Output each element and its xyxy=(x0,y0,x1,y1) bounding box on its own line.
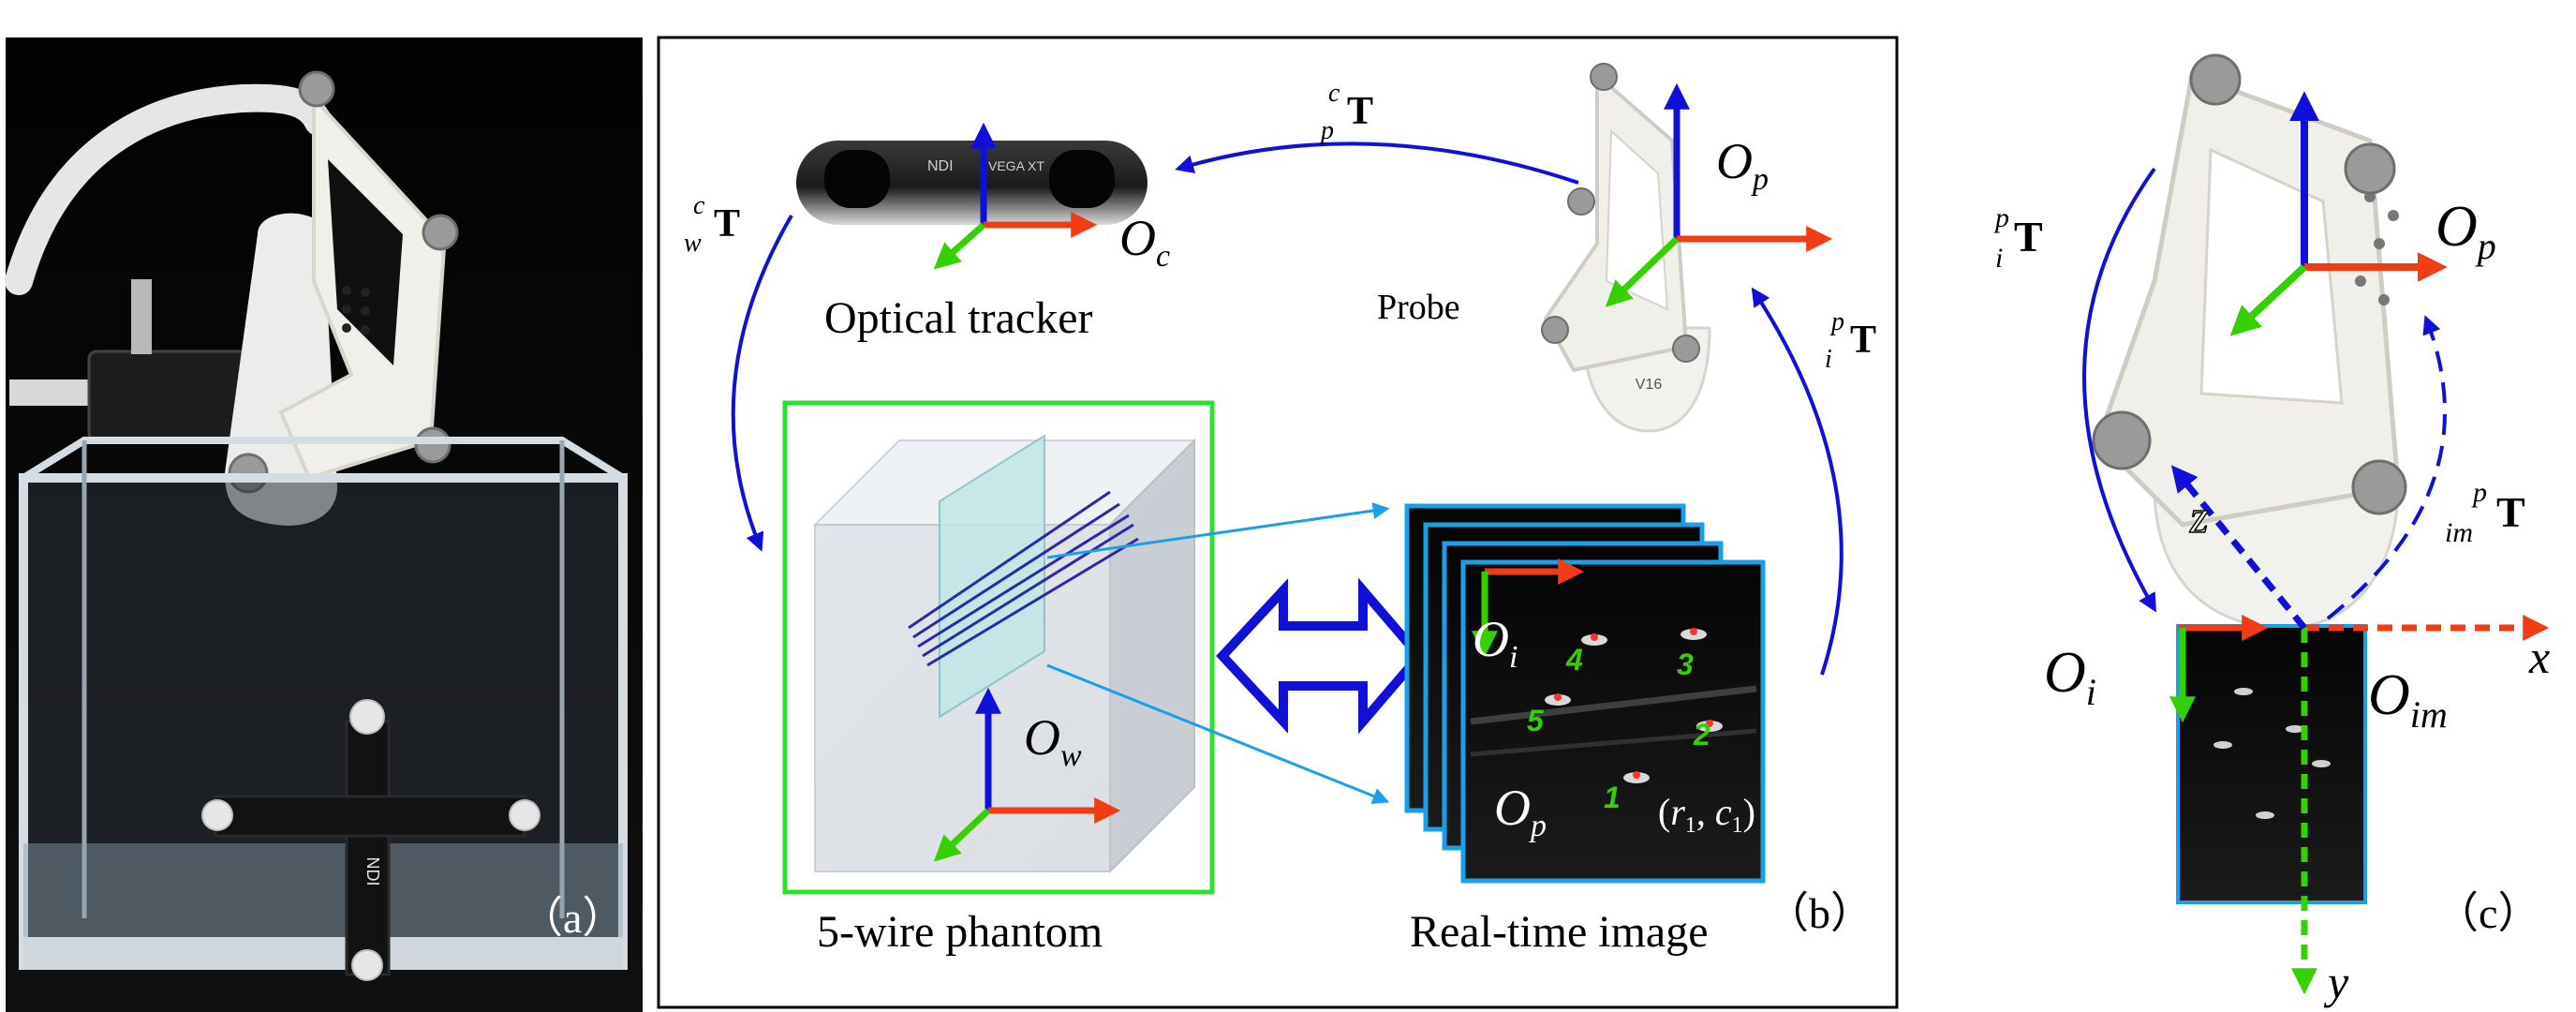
wire-number-1: 1 xyxy=(1604,781,1621,814)
tracker-model: VEGA XT xyxy=(988,158,1044,173)
pixel-coordinate-label: (r1, c1) xyxy=(1658,791,1755,838)
phantom-label: 5-wire phantom xyxy=(817,907,1103,957)
probe-cable xyxy=(5,83,333,295)
reflective-spheres xyxy=(228,70,459,494)
transform-label-p-im-c: p im T xyxy=(2445,463,2525,551)
water-tank xyxy=(19,437,628,970)
probe-frame-label-c: Op xyxy=(2435,195,2496,267)
wire-number-5: 5 xyxy=(1527,704,1545,737)
image-frame-i-label: Oi xyxy=(1473,611,1517,675)
phantom-cube xyxy=(812,434,1197,874)
tracker-brand: NDI xyxy=(927,158,954,174)
image-plane-spots xyxy=(2213,688,2331,819)
projection-line-top xyxy=(1046,502,1390,559)
phantom-axes xyxy=(933,687,1121,862)
tracker-label: Optical tracker xyxy=(824,293,1093,343)
marker-frame-holes xyxy=(342,286,370,335)
image-label: Real-time image xyxy=(1410,907,1709,957)
svg-text:V16: V16 xyxy=(1636,377,1663,393)
probe-label: Probe xyxy=(1377,288,1460,327)
transform-arrow-p-i-c xyxy=(2082,167,2156,613)
image-plane-axes-i xyxy=(2169,615,2269,723)
panel-b-caption: （b） xyxy=(1766,889,1873,937)
wire-number-2: 2 xyxy=(1693,718,1710,752)
image-stack xyxy=(1404,503,1766,884)
transform-label-c-p: c p T xyxy=(1319,67,1373,148)
image-frame-im-label-c: Oim xyxy=(2368,663,2448,736)
image-plane xyxy=(2176,624,2367,904)
panel-b: NDI VEGA XT Oc Optical tracker V16 Op xyxy=(657,36,1899,1009)
wire-spots xyxy=(1545,628,1723,783)
panel-a-caption: （a） xyxy=(520,894,625,942)
axis-z-label: z xyxy=(2189,490,2208,543)
probe-frame-label: Op xyxy=(1716,133,1769,197)
panel-a-photo: NDI （a） xyxy=(5,37,643,1012)
probe-frame-holes xyxy=(2355,191,2399,305)
transform-arrow-c-p xyxy=(1175,141,1579,185)
image-plane-axes-im xyxy=(2170,465,2550,995)
transform-label-p-i: p i T xyxy=(1825,296,1876,377)
image-axes xyxy=(1472,558,1585,658)
ultrasound-speckle xyxy=(1470,685,1757,757)
probe-axes xyxy=(1605,82,1833,307)
wire-number-4: 4 xyxy=(1565,643,1583,677)
clamp-block xyxy=(87,350,250,442)
fixture-spheres xyxy=(201,699,540,981)
wire-number-3: 3 xyxy=(1677,647,1694,681)
cross-fixture xyxy=(214,720,526,976)
panel-c-caption: （c） xyxy=(2435,889,2540,937)
image-frame-p-label: Op xyxy=(1494,780,1547,843)
panel-c: Op p i T p im T xyxy=(1993,53,2550,1008)
projection-line-bottom xyxy=(1046,663,1390,805)
transform-arrow-p-i xyxy=(1751,287,1843,676)
probe-axes-large xyxy=(2229,91,2448,336)
phantom-frame-label: Ow xyxy=(1024,709,1082,773)
transform-label-c-w: c w T xyxy=(684,180,740,260)
cross-fixture-brand: NDI xyxy=(363,857,382,886)
image-frame-i-label-c: Oi xyxy=(2044,641,2096,713)
axis-y-label: y xyxy=(2323,956,2349,1008)
transform-label-p-i-c: p i T xyxy=(1993,188,2043,276)
transform-arrow-c-w xyxy=(731,214,793,552)
tracker-axes xyxy=(933,122,1098,270)
axis-x-label: x xyxy=(2528,631,2550,683)
optical-tracker-device: NDI VEGA XT xyxy=(796,141,1147,225)
probe-device-large xyxy=(2092,53,2407,630)
transform-arrow-p-im-c xyxy=(2326,315,2447,620)
tracker-frame-label: Oc xyxy=(1119,210,1170,274)
clamp-screw xyxy=(131,279,152,354)
probe-device: V16 xyxy=(1541,63,1711,433)
